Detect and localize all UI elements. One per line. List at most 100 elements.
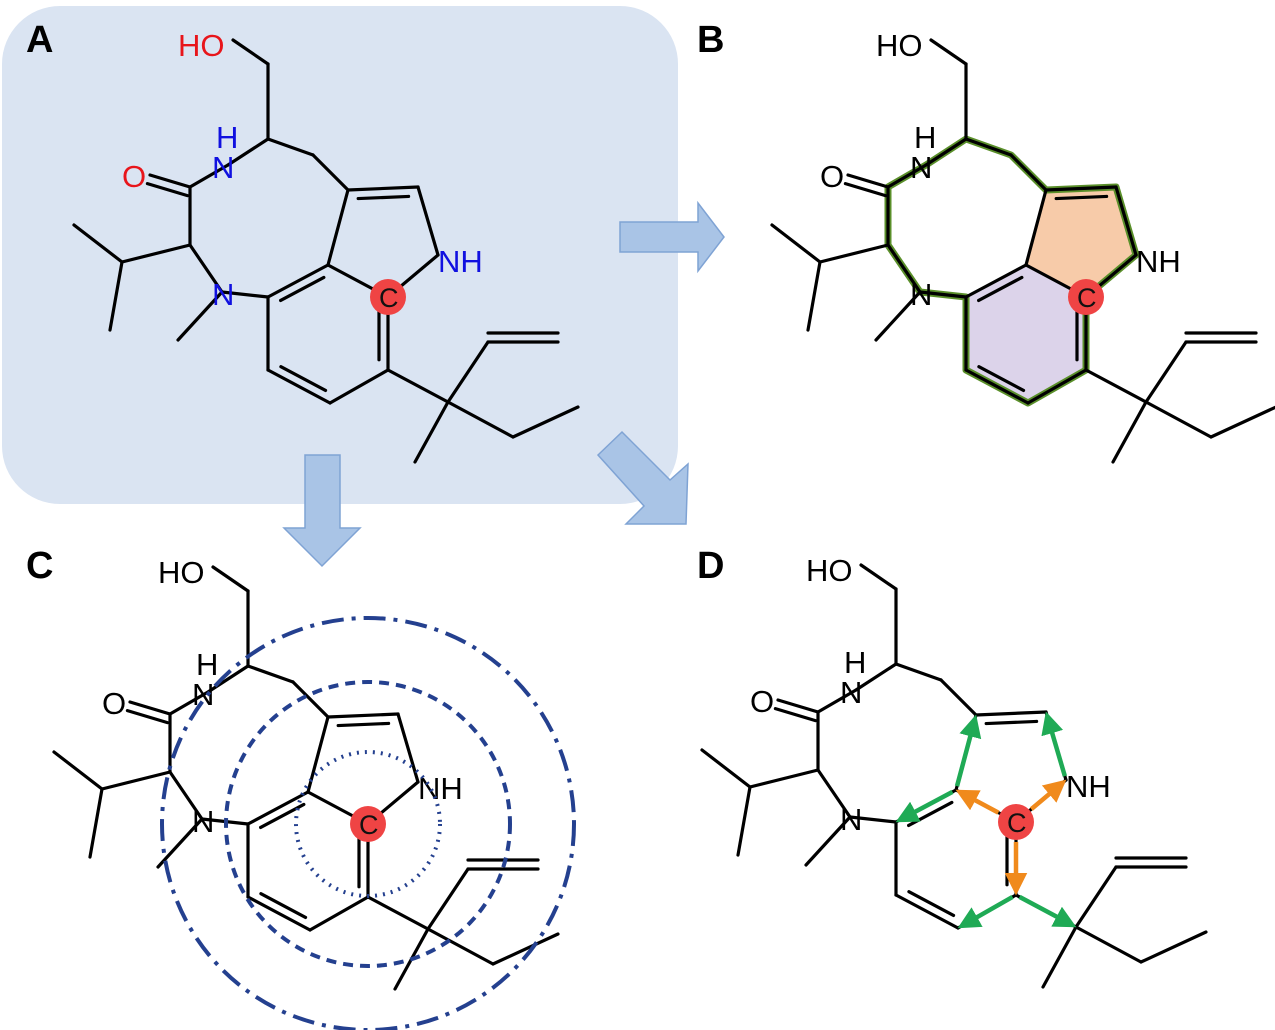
- bond-et1-et2: [491, 932, 560, 966]
- bond-double-cCO-oC: [773, 707, 818, 723]
- bond-c4-c3a: [246, 790, 310, 826]
- bond-c2-n1: [1114, 185, 1138, 257]
- bond-c7-q: [366, 895, 430, 931]
- path-arrow-c3a-to-c3: [954, 714, 982, 787]
- bond-inner-c6-c5: [279, 365, 328, 393]
- path-arrow-c-to-n1: [1029, 779, 1067, 811]
- bond-c7-c6: [1026, 368, 1088, 405]
- center-carbon-highlight: [1068, 279, 1104, 315]
- bond-c7-c6: [328, 368, 390, 405]
- panel-label-d: D: [697, 545, 724, 587]
- bond-c6-c5: [964, 368, 1030, 405]
- bond-cCO-oC: [846, 173, 890, 189]
- path-arrow-c3a-to-c4: [895, 789, 954, 823]
- center-carbon-label: C: [359, 810, 379, 840]
- bond-double-cCO-oC: [843, 182, 888, 198]
- panel-label-a: A: [26, 19, 53, 61]
- bond-c3-c2: [326, 712, 400, 719]
- atom-label-amide-h: H: [216, 120, 238, 155]
- bond-nM-nMe: [804, 815, 852, 867]
- bond-iso-me2: [108, 260, 124, 332]
- atom-label-indole-nh: NH: [1066, 769, 1111, 804]
- bond-nM-nMe: [874, 290, 922, 342]
- atom-label-amide-h: H: [844, 645, 866, 680]
- radius-circle-1: [294, 750, 442, 898]
- bond-nM-c4: [918, 290, 968, 299]
- bond-oh1-ch2: [859, 563, 898, 591]
- bond-q-et1: [1144, 400, 1213, 439]
- arrow-a-to-d: [596, 430, 689, 525]
- bond-q-vin1: [426, 867, 470, 931]
- center-carbon-label: C: [1007, 808, 1027, 838]
- atom-label-carbonyl-o: O: [102, 686, 126, 721]
- bond-ca-nh: [854, 662, 898, 692]
- bond-inner-c6-c5: [977, 365, 1026, 393]
- path-arrow-c7-to-c6: [957, 895, 1014, 929]
- bond-c6-c5: [246, 895, 312, 932]
- bond-cA2-iso: [120, 243, 192, 264]
- path-arrow-c-to-c3a: [955, 789, 1000, 815]
- bond-c7-c6: [308, 895, 370, 932]
- atom-label-hydroxyl: HO: [178, 28, 225, 63]
- bond-c7-q: [386, 368, 450, 404]
- bond-iso-me1: [770, 223, 822, 264]
- six-membered-ring-fill: [966, 265, 1086, 403]
- bond-cCO-oC: [148, 173, 192, 189]
- bond-iso-me1: [72, 223, 124, 264]
- atom-label-indole-nh: NH: [438, 244, 483, 279]
- bond-inner-c3-c2: [336, 721, 391, 728]
- bond-ca-ch2b: [894, 662, 943, 682]
- bond-nh-cCO: [886, 163, 928, 189]
- bond-q-vin1: [1074, 865, 1118, 929]
- path-arrow-n1-to-c2: [1041, 711, 1068, 777]
- bond-cA2-iso: [100, 770, 172, 791]
- bond-nh-cCO: [816, 688, 858, 714]
- atom-label-hydroxyl: HO: [158, 555, 205, 590]
- bond-double-cCO-oC: [145, 182, 190, 198]
- arrow-a-to-b: [619, 200, 725, 274]
- bond-inner-c4-c3a: [977, 275, 1024, 303]
- panel-label-c: C: [26, 545, 53, 587]
- bond-c6-c5: [894, 893, 960, 930]
- bond-q-et1: [426, 927, 495, 966]
- bond-iso-me2: [736, 785, 752, 857]
- bond-iso-me2: [806, 260, 822, 332]
- bond-c3a-c3: [326, 188, 350, 267]
- center-carbon-highlight: [370, 279, 406, 315]
- bond-ch2b-c3: [311, 153, 350, 192]
- bond-cA2-nM: [886, 243, 922, 294]
- bond-nM-nMe: [176, 290, 224, 342]
- panel-a-background: [2, 6, 678, 504]
- atom-label-methyl-n: N: [840, 802, 862, 837]
- bond-et1-et2: [511, 405, 580, 439]
- bond-ch2b-c3: [291, 680, 330, 719]
- bond-c2-n1: [396, 712, 420, 784]
- panel-label-b: B: [697, 19, 724, 61]
- bond-inner-c4-c3a: [279, 275, 326, 303]
- bond-oh1-ch2: [211, 565, 250, 593]
- bond-oh1-ch2: [231, 38, 270, 66]
- bond-ca-nh: [206, 664, 250, 694]
- atom-label-carbonyl-o: O: [820, 159, 844, 194]
- bond-q-qme: [1111, 400, 1148, 464]
- bond-iso-me1: [52, 750, 104, 791]
- bond-inner-c3-c2: [1054, 194, 1109, 201]
- atom-label-methyl-n: N: [212, 277, 234, 312]
- bond-cA2-iso: [748, 768, 820, 789]
- bond-ca-ch2b: [964, 137, 1013, 157]
- center-carbon-highlight: [998, 804, 1034, 840]
- atom-label-carbonyl-o: O: [122, 159, 146, 194]
- path-arrow-c7-to-quaternary: [1018, 894, 1077, 928]
- bond-cCO-oC: [128, 700, 172, 716]
- atom-label-amide-n: N: [840, 675, 862, 710]
- atom-label-amide-h: H: [914, 120, 936, 155]
- bond-nM-c4: [220, 290, 270, 299]
- bond-nh-cCO: [168, 690, 210, 716]
- radius-circle-3: [160, 616, 576, 1030]
- bond-c3-c2: [346, 185, 420, 192]
- bond-q-et1: [1074, 925, 1143, 964]
- bond-nM-nMe: [156, 817, 204, 869]
- arrow-a-to-c: [282, 454, 362, 568]
- atom-label-amide-h: H: [196, 647, 218, 682]
